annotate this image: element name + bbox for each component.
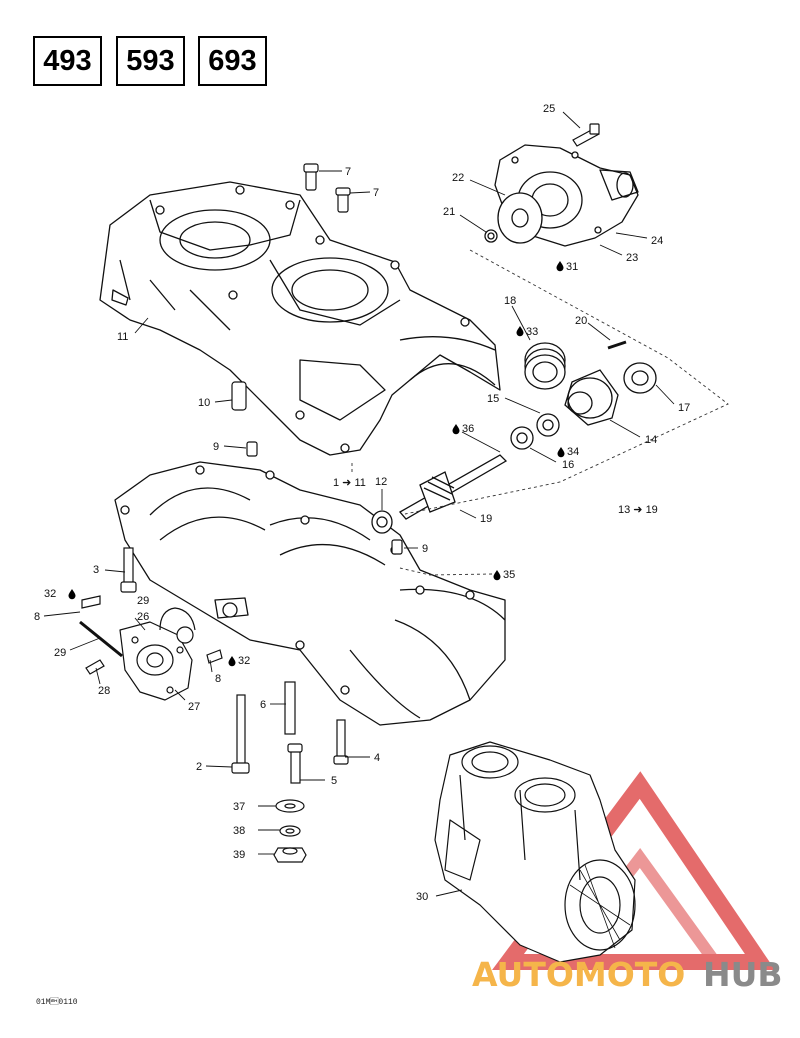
callout-2: 2 — [196, 761, 202, 773]
callout-14: 14 — [645, 434, 657, 446]
callout-32: 32 — [238, 655, 250, 667]
callout-4: 4 — [374, 752, 380, 764]
group-brackets — [351, 249, 729, 576]
callout-8: 8 — [215, 673, 221, 685]
callout-28: 28 — [98, 685, 110, 697]
callout-9: 9 — [213, 441, 219, 453]
callout-20: 20 — [575, 315, 587, 327]
callout-19: 19 — [480, 513, 492, 525]
callout-37: 37 — [233, 801, 245, 813]
callout-32: 32 — [44, 588, 56, 600]
upper-crankcase — [99, 181, 501, 456]
callout-24: 24 — [651, 235, 663, 247]
callout-11: 11 — [117, 331, 128, 343]
callout-29: 29 — [137, 595, 149, 607]
callout-13-19: 13 ➜ 19 — [618, 504, 658, 516]
callout-36: 36 — [462, 423, 474, 435]
callout-9: 9 — [422, 543, 428, 555]
callout-26: 26 — [137, 611, 149, 623]
callout-7: 7 — [373, 187, 379, 199]
callout-12: 12 — [375, 476, 387, 488]
callout-5: 5 — [331, 775, 337, 787]
callout-6: 6 — [260, 699, 266, 711]
callout-33: 33 — [526, 326, 538, 338]
callout-22: 22 — [452, 172, 464, 184]
callout-16: 16 — [562, 459, 574, 471]
model-badge-693: 693 — [198, 36, 267, 86]
callout-38: 38 — [233, 825, 245, 837]
callout-1-11: 1 ➜ 11 — [333, 477, 366, 489]
callout-23: 23 — [626, 252, 638, 264]
callout-27: 27 — [188, 701, 200, 713]
svg-text:HUB: HUB — [703, 955, 783, 994]
callout-25: 25 — [543, 103, 555, 115]
callout-labels: 7 7 25 22 21 24 23 31 18 33 20 17 15 14 … — [34, 103, 690, 903]
callout-18: 18 — [504, 295, 516, 307]
callout-17: 17 — [678, 402, 690, 414]
callout-15: 15 — [487, 393, 499, 405]
callout-35: 35 — [503, 569, 515, 581]
callout-34: 34 — [567, 446, 579, 458]
fasteners — [79, 123, 600, 863]
model-badge-493: 493 — [33, 36, 102, 86]
model-badge-593: 593 — [116, 36, 185, 86]
svg-text:AUTOMOTO: AUTOMOTO — [472, 955, 685, 994]
water-pump-housing — [484, 144, 639, 247]
reference-code: 01M0110 — [36, 997, 78, 1007]
callout-31: 31 — [566, 261, 578, 273]
engine-assembly-inset — [434, 741, 636, 963]
callout-8: 8 — [34, 611, 40, 623]
callout-39: 39 — [233, 849, 245, 861]
callout-3: 3 — [93, 564, 99, 576]
callout-21: 21 — [443, 206, 455, 218]
watermark-text: AUTOMOTO HUB — [472, 955, 783, 994]
callout-29: 29 — [54, 647, 66, 659]
callout-10: 10 — [198, 397, 210, 409]
water-pump-shaft-parts — [371, 340, 657, 534]
oil-pump — [119, 607, 196, 701]
callout-30: 30 — [416, 891, 428, 903]
callout-7: 7 — [345, 166, 351, 178]
leader-lines — [43, 111, 675, 897]
